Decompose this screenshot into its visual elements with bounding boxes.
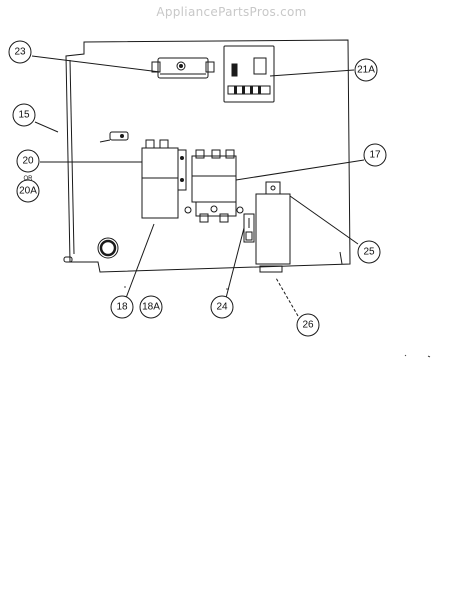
callout-26-label: 26 <box>302 320 314 331</box>
callout-20a-label: 20A <box>19 186 37 197</box>
callout-25-label: 25 <box>363 247 375 258</box>
control-board-part <box>223 45 275 103</box>
wire-clip-part <box>99 131 129 143</box>
callout-24-label: 24 <box>216 302 228 313</box>
callout-18a-label: 18A <box>142 302 160 313</box>
capacitor-part <box>141 139 187 219</box>
callout-18-label: 18 <box>116 302 128 313</box>
callout-23-circle <box>8 40 32 64</box>
callout-15-circle <box>12 103 36 127</box>
callout-20-circle <box>16 149 40 173</box>
contactor-part <box>184 149 244 223</box>
callout-25-circle <box>357 240 381 264</box>
tick-marks <box>124 286 431 358</box>
callout-21a-circle <box>354 58 378 82</box>
leader-lines <box>31 55 365 317</box>
callout-23-label: 23 <box>14 47 26 58</box>
callout-or-label: OR <box>24 176 34 182</box>
callout-15-label: 15 <box>18 110 30 121</box>
callout-26-circle <box>296 313 320 337</box>
callout-24-circle <box>210 295 234 319</box>
callout-20-label: 20 <box>22 156 34 167</box>
fuse-holder-part <box>151 57 215 79</box>
transformer-part <box>255 181 291 273</box>
control-panel <box>63 39 351 273</box>
knockout-hole <box>97 237 119 259</box>
callout-17-circle <box>363 143 387 167</box>
callout-18-circle <box>110 295 134 319</box>
callout-21a-label: 21A <box>357 65 375 76</box>
terminal-part <box>243 213 255 243</box>
watermark-text: AppliancePartsPros.com <box>156 5 307 19</box>
callout-20a-circle <box>16 179 40 203</box>
callout-17-label: 17 <box>369 150 381 161</box>
callout-18a-circle <box>139 295 163 319</box>
